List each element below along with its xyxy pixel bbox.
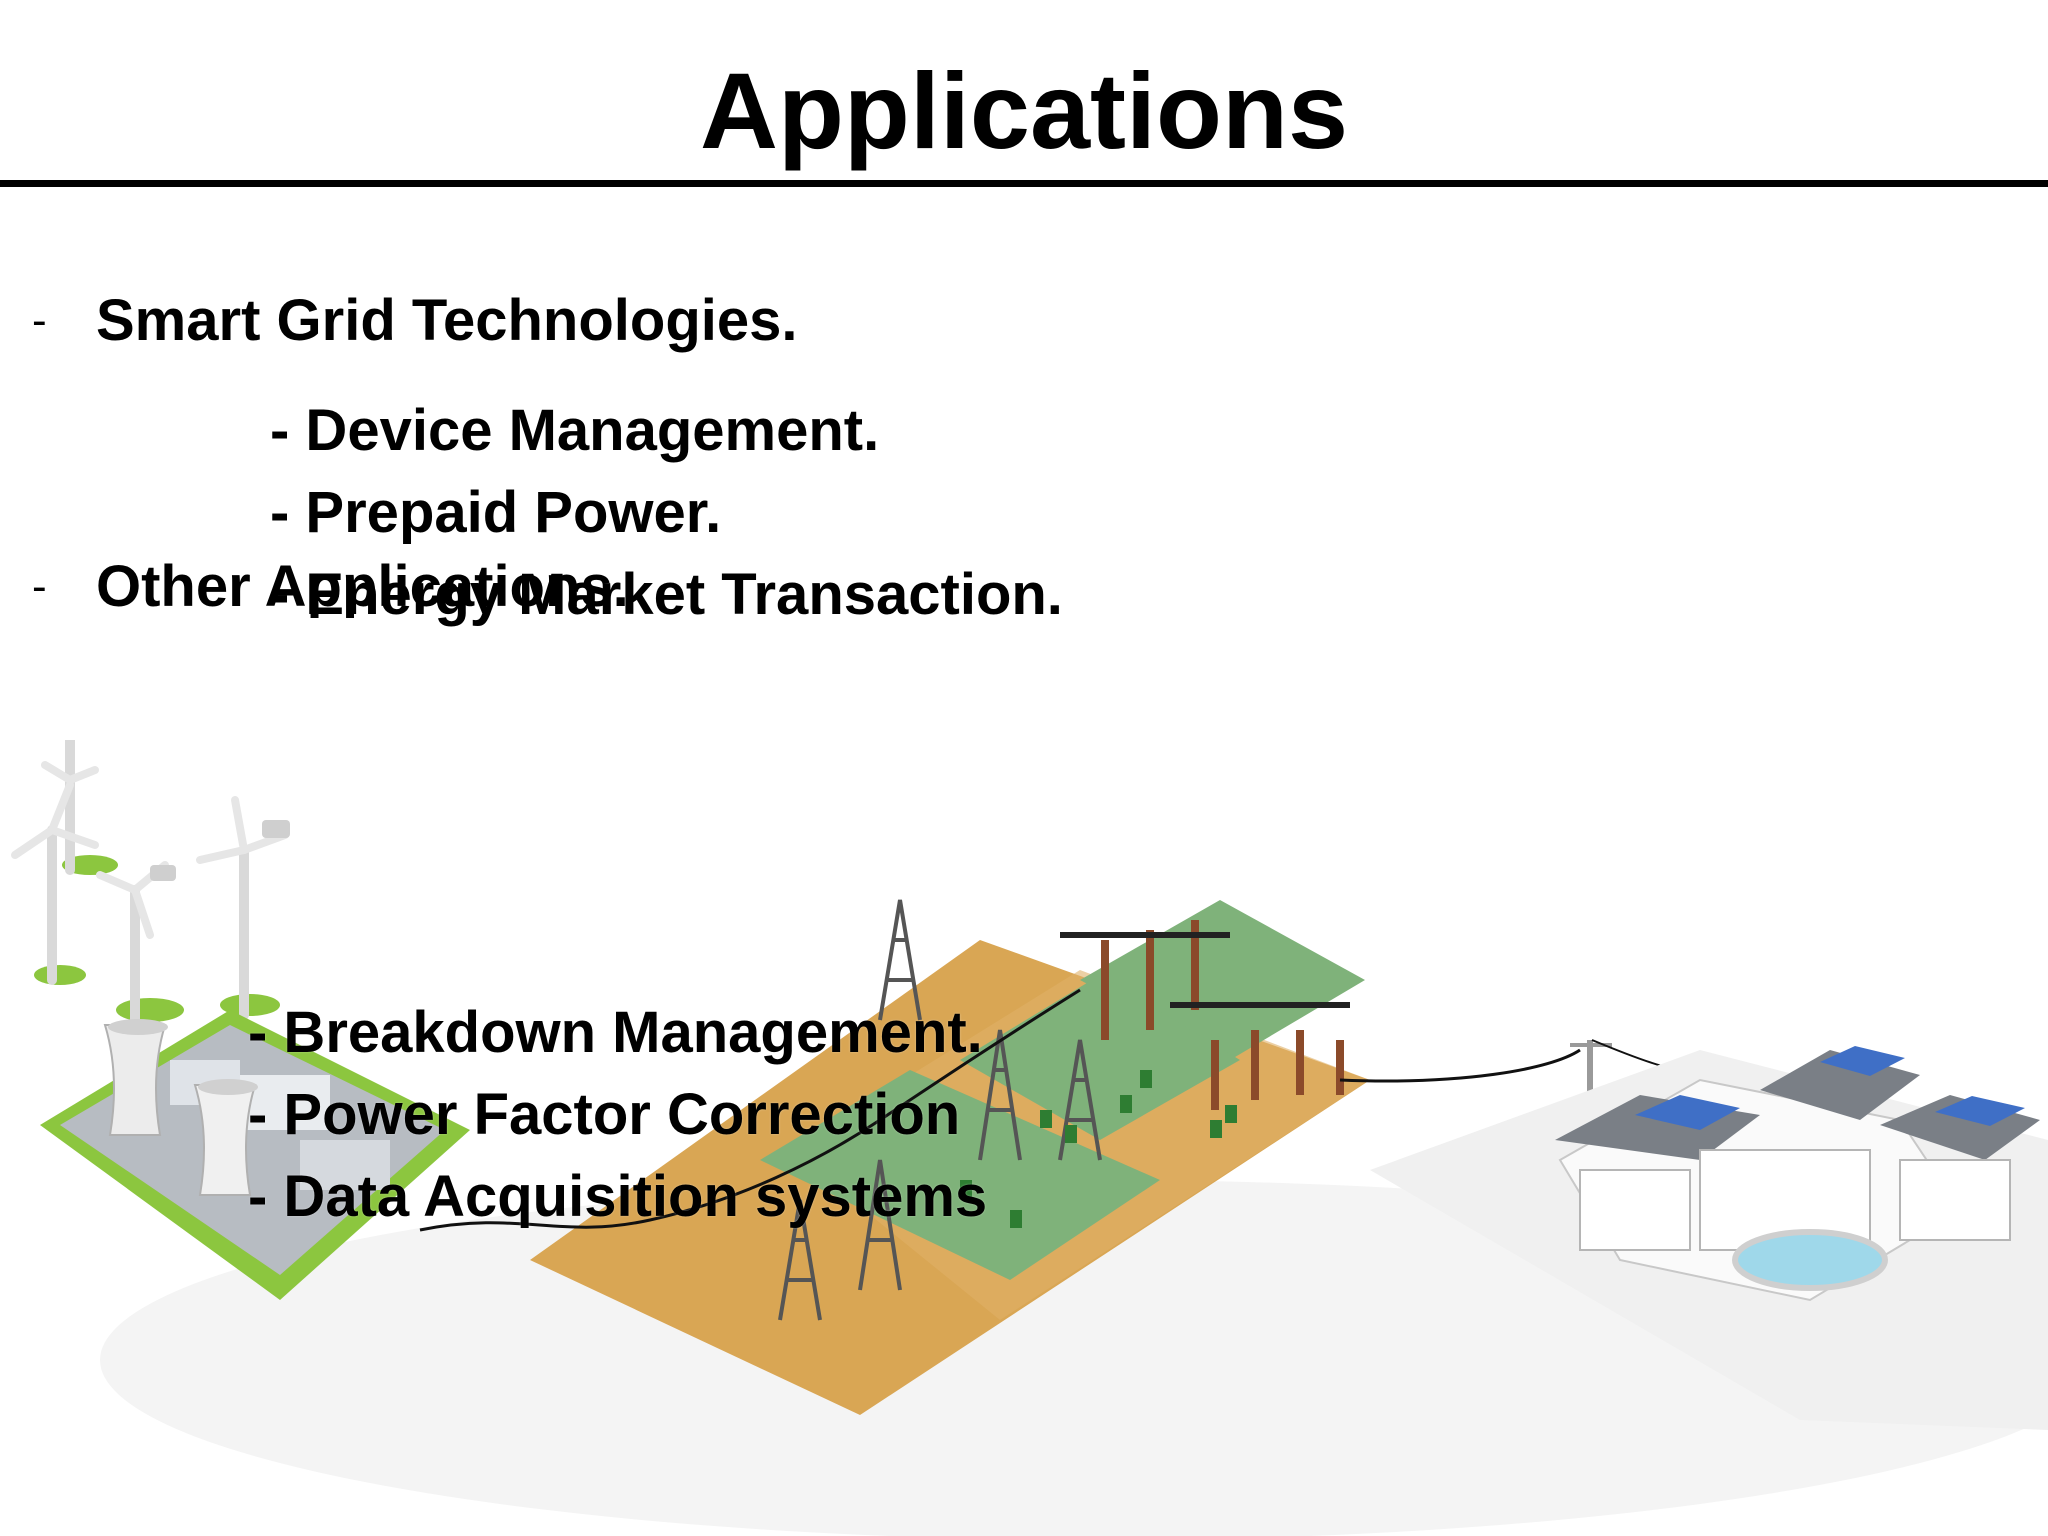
subitem-prepaid-power: - Prepaid Power.	[270, 480, 722, 545]
transmission-substation	[419, 899, 1581, 1415]
smart-grid-illustration	[11, 740, 2048, 1536]
subitem-data-acquisition-systems: - Data Acquisition systems	[248, 1164, 988, 1229]
bullet-marker: -	[32, 296, 47, 345]
solar-house	[1370, 1046, 2048, 1430]
title-underline	[0, 180, 2048, 187]
bullet-smart-grid-technologies: Smart Grid Technologies.	[96, 288, 798, 353]
subitem-power-factor-correction: - Power Factor Correction	[248, 1082, 961, 1147]
subitem-energy-market-transaction: - Energy Market Transaction.	[270, 562, 1063, 627]
subitem-breakdown-management: - Breakdown Management.	[248, 1000, 983, 1065]
power-plant	[40, 1010, 470, 1300]
bullet-other-applications: Other Applications.	[96, 554, 629, 619]
subitem-device-management: - Device Management.	[270, 398, 880, 463]
wind-turbines	[11, 740, 290, 1025]
pylons	[778, 899, 1102, 1321]
slide-title: Applications	[699, 50, 1349, 171]
bullet-marker: -	[32, 562, 47, 611]
